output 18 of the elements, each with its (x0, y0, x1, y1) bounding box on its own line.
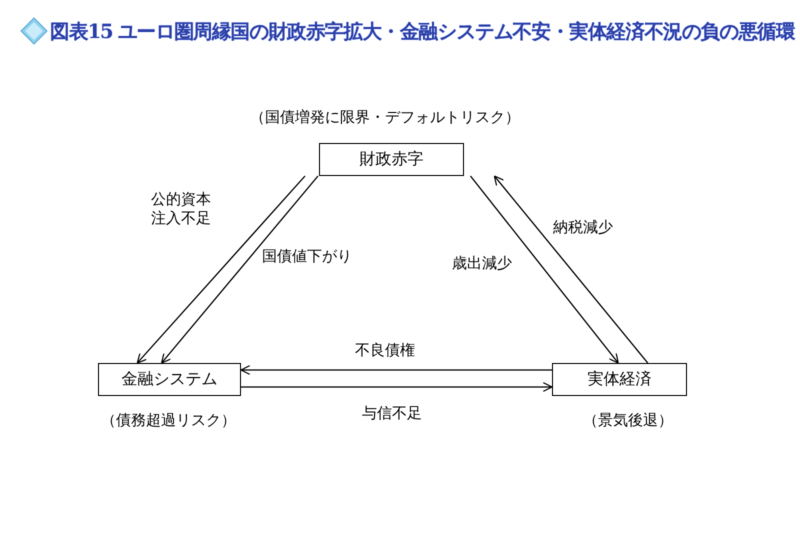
title: 図表15 ユーロ圏周縁国の財政赤字拡大・金融システム不安・実体経済不況の負の悪循環 (50, 19, 795, 45)
edge-label: 与信不足 (362, 404, 422, 423)
arrow (470, 176, 619, 364)
edge-label: 納税減少 (553, 218, 613, 237)
edge-label: 不良債権 (355, 341, 415, 360)
arrow (136, 176, 306, 364)
process-box (552, 363, 687, 396)
arrow (494, 175, 648, 364)
node-label: 実体経済 (588, 369, 652, 390)
node-label: 金融システム (122, 369, 218, 390)
process-box (319, 143, 464, 176)
edge-label: 公的資本注入不足 (151, 190, 213, 228)
edge-label: 歳出減少 (452, 254, 512, 273)
node-label: 財政赤字 (360, 149, 424, 170)
arrow (240, 364, 552, 376)
arrow (241, 382, 553, 392)
process-box (98, 363, 241, 396)
arrow (161, 176, 318, 364)
